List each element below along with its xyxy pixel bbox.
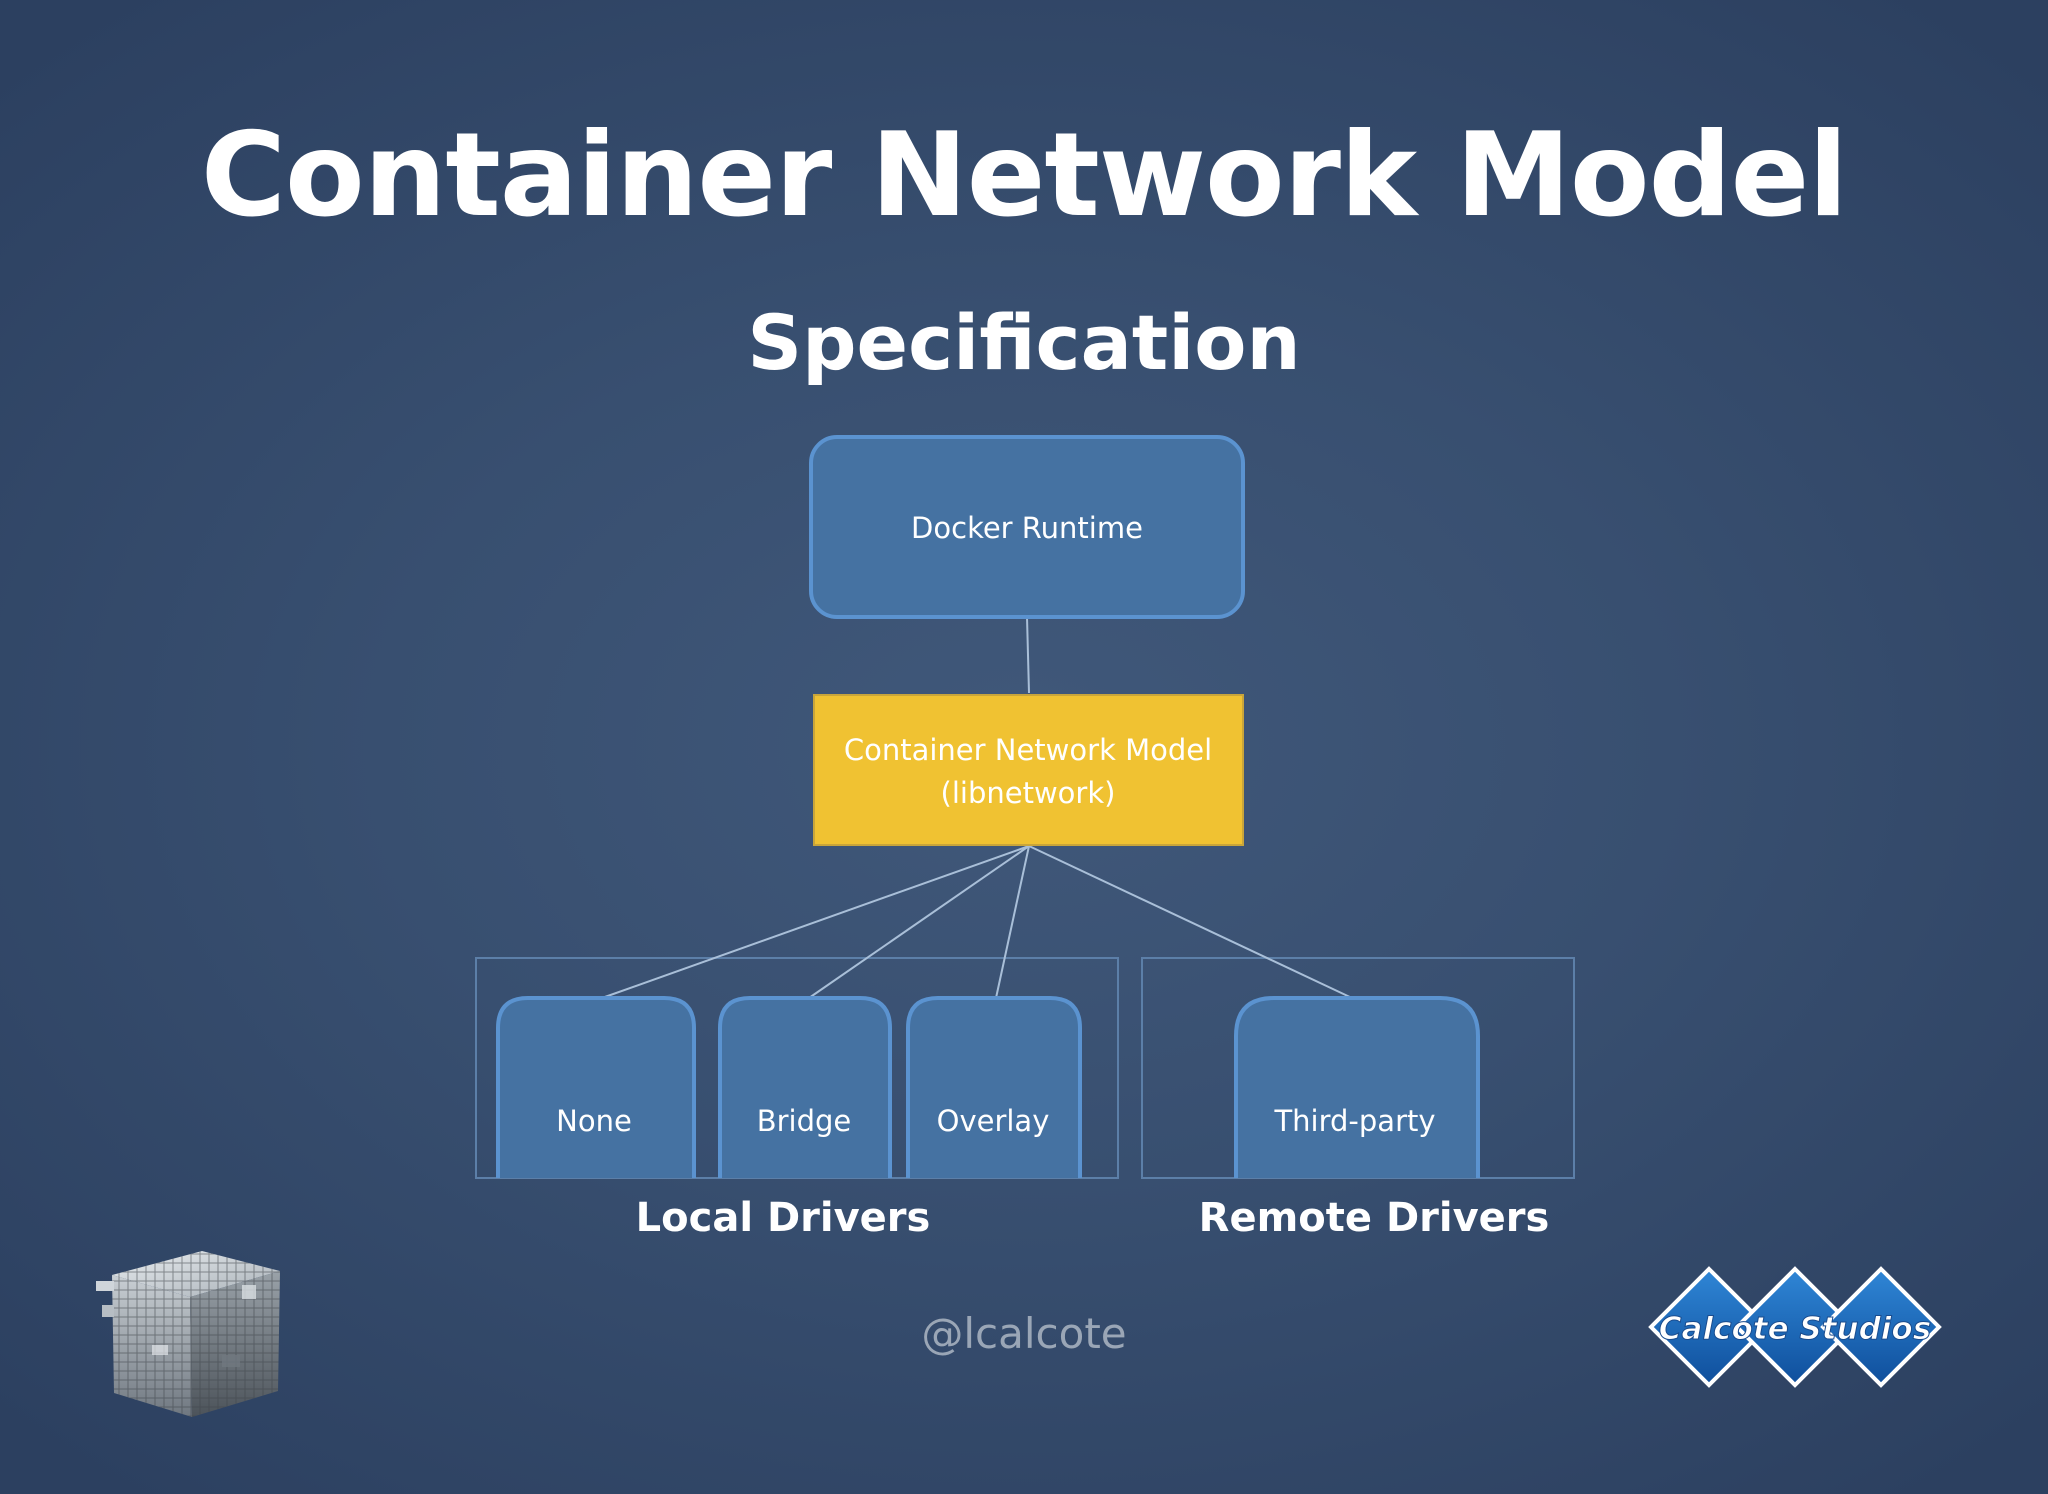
connector-runtime-cnm [1026,616,1030,694]
connectors [601,616,1353,999]
driver-none-label: None [556,1104,632,1138]
connector-cnm-bridge [808,845,1030,999]
cnm-node: Container Network Model (libnetwork) [813,694,1244,846]
driver-bridge-node: Bridge [718,996,892,1178]
calcote-studios-logo: Calcote Studios [1648,1266,1942,1388]
driver-third-party-label: Third-party [1273,1104,1435,1138]
local-drivers-label: Local Drivers [635,1195,931,1241]
svg-text:Calcote Studios: Calcote Studios [1659,1311,1931,1347]
connector-cnm-overlay [995,845,1030,999]
remote-drivers-label: Remote Drivers [1198,1195,1550,1241]
driver-third-party-node: Third-party [1234,996,1480,1178]
connector-cnm-third-party [1028,845,1353,999]
cnm-label-line1: Container Network Model [844,733,1212,767]
driver-overlay-label: Overlay [937,1104,1050,1138]
cube-logo [96,1251,280,1417]
driver-bridge-label: Bridge [757,1104,852,1138]
docker-runtime-label: Docker Runtime [911,511,1143,545]
docker-runtime-node: Docker Runtime [809,435,1245,619]
twitter-handle: @lcalcote [921,1309,1127,1358]
slide-subtitle: Specification [747,298,1301,387]
slide-title: Container Network Model [200,108,1848,243]
cnm-label-line2: (libnetwork) [941,776,1116,810]
connector-cnm-none [601,845,1030,999]
driver-none-node: None [496,996,696,1178]
driver-overlay-node: Overlay [906,996,1082,1178]
